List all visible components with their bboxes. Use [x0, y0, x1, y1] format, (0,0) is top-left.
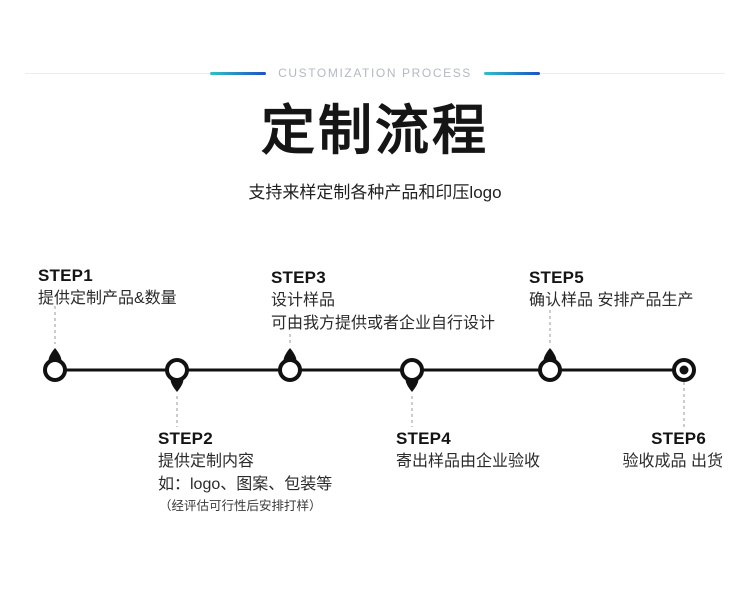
step4-block: STEP4 寄出样品由企业验收 — [396, 428, 540, 473]
step3-description-line1: 设计样品 — [271, 292, 336, 309]
step1-block: STEP1 提供定制产品&数量 — [38, 265, 177, 310]
timeline-node-step6 — [672, 358, 696, 382]
timeline-node-step2 — [165, 358, 189, 392]
timeline-node-step3 — [278, 348, 302, 382]
step2-block: STEP2 提供定制内容 如：logo、图案、包装等 （经评估可行性后安排打样） — [158, 428, 332, 516]
header-rule-left — [25, 72, 211, 74]
node1-circle-icon — [43, 358, 67, 382]
timeline-node-step5 — [538, 348, 562, 382]
step3-description-line2: 可由我方提供或者企业自行设计 — [271, 315, 496, 332]
step3-heading: STEP3 — [271, 268, 326, 287]
step6-description: 验收成品 出货 — [622, 453, 723, 470]
step2-description-line1: 提供定制内容 — [158, 453, 255, 470]
section-header: CUSTOMIZATION PROCESS — [25, 66, 725, 80]
header-rule-right — [539, 72, 725, 74]
timeline-node-step4 — [400, 358, 424, 392]
page-subtitle: 支持来样定制各种产品和印压logo — [248, 183, 502, 202]
node4-circle-icon — [400, 358, 424, 382]
step1-heading: STEP1 — [38, 266, 93, 285]
step4-heading: STEP4 — [396, 429, 451, 448]
page-title: 定制流程 — [261, 98, 489, 162]
node6-dot-icon — [679, 365, 689, 375]
header-gradient-right — [483, 71, 540, 75]
timeline-node-step1 — [43, 348, 67, 382]
step5-description: 确认样品 安排产品生产 — [529, 292, 694, 309]
header-gradient-left — [210, 71, 267, 75]
step1-description: 提供定制产品&数量 — [38, 290, 177, 307]
step2-description-line2: 如：logo、图案、包装等 — [158, 476, 333, 493]
step6-heading: STEP6 — [651, 429, 706, 448]
step3-block: STEP3 设计样品 可由我方提供或者企业自行设计 — [271, 267, 495, 335]
step6-block: STEP6 验收成品 出货 — [623, 428, 723, 473]
step2-heading: STEP2 — [158, 429, 213, 448]
step2-description-note: （经评估可行性后安排打样） — [159, 499, 322, 513]
section-eyebrow-label: CUSTOMIZATION PROCESS — [278, 66, 472, 80]
node3-circle-icon — [278, 358, 302, 382]
node5-circle-icon — [538, 358, 562, 382]
step5-heading: STEP5 — [529, 268, 584, 287]
node2-circle-icon — [165, 358, 189, 382]
step5-block: STEP5 确认样品 安排产品生产 — [529, 267, 693, 312]
step4-description: 寄出样品由企业验收 — [396, 453, 541, 470]
